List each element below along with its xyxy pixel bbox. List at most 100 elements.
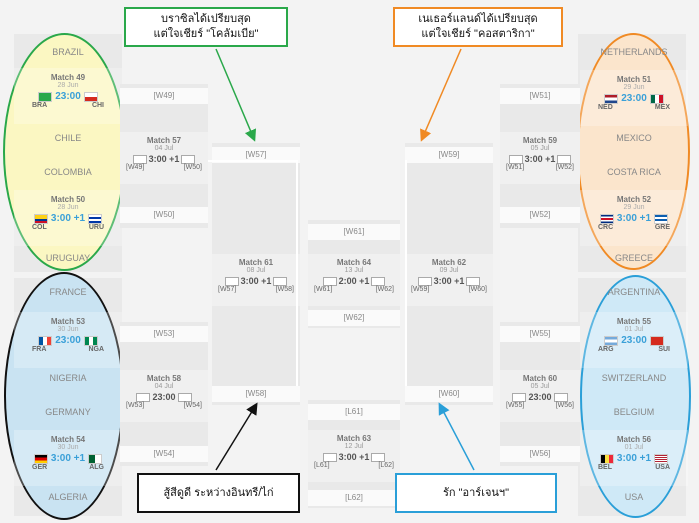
slot-a: [L61] xyxy=(314,462,330,469)
team-code: BEL xyxy=(598,464,612,471)
bracket-line xyxy=(405,160,407,386)
slot-a: [W55] xyxy=(506,402,525,409)
third-match-card[interactable]: Match 63 12 Jul 3:00 +1 [L61][L62] xyxy=(308,430,400,482)
nigeria-flag-icon xyxy=(83,335,98,346)
match-title: Match 52 xyxy=(616,195,652,204)
team-france[interactable]: FRANCE xyxy=(49,287,87,297)
usa-flag-icon xyxy=(654,453,669,464)
team-brazil[interactable]: BRAZIL xyxy=(52,47,84,57)
match-date: 04 Jul xyxy=(154,145,174,152)
team-mexico[interactable]: MEXICO xyxy=(616,133,652,143)
slot-b: [W56] xyxy=(555,402,574,409)
match-title: Match 59 xyxy=(522,136,558,145)
green-arrow xyxy=(215,48,257,142)
final-match-card[interactable]: Match 64 13 Jul 2:00 +1 [W61][W62] xyxy=(308,254,400,306)
match-card[interactable]: Match 58 04 Jul 23:00 [W53][W54] xyxy=(120,370,208,422)
team-usa[interactable]: USA xyxy=(624,492,644,502)
slot-b: [W58] xyxy=(275,286,294,293)
team-uruguay[interactable]: URUGUAY xyxy=(45,253,91,263)
team-code: URU xyxy=(88,224,104,231)
team-code: GER xyxy=(32,464,48,471)
callout-top-left: บราซิลได้เปรียบสุด แต่ใจเชียร์ "โคลัมเบี… xyxy=(124,7,288,47)
match-title: Match 60 xyxy=(522,374,558,383)
match-card[interactable]: Match 59 05 Jul 3:00 +1 [W51][W52] xyxy=(500,132,580,184)
team-colombia[interactable]: COLOMBIA xyxy=(44,167,92,177)
final-slot-label: [W62] xyxy=(308,310,400,326)
slot-b: [W52] xyxy=(555,164,574,171)
match-title: Match 55 xyxy=(616,317,652,326)
black-highlight-ellipse xyxy=(4,272,124,520)
match-card[interactable]: Match 61 08 Jul 3:00 +1 [W57][W58] xyxy=(212,254,300,306)
match-time: 3:00 +1 xyxy=(524,154,556,164)
match-date: 28 Jun xyxy=(57,82,79,89)
slot-a: [W51] xyxy=(506,164,525,171)
match-time: 3:00 +1 xyxy=(50,213,86,224)
match-title: Match 50 xyxy=(50,195,86,204)
qf-slot-label: [W54] xyxy=(120,446,208,462)
mexico-flag-icon xyxy=(649,93,664,104)
team-nigeria[interactable]: NIGERIA xyxy=(49,373,87,383)
team-code: FRA xyxy=(32,346,47,353)
orange-arrow xyxy=(420,48,462,142)
slot-b: [W50] xyxy=(183,164,202,171)
match-date: 01 Jul xyxy=(624,326,644,333)
team-netherlands[interactable]: NETHERLANDS xyxy=(600,47,668,57)
team-germany[interactable]: GERMANY xyxy=(45,407,91,417)
team-greece[interactable]: GREECE xyxy=(614,253,653,263)
team-argentina[interactable]: ARGENTINA xyxy=(607,287,661,297)
sf-slot-label: [W57] xyxy=(212,147,300,163)
team-switzerland[interactable]: SWITZERLAND xyxy=(601,373,667,383)
qf-slot-label: [W51] xyxy=(500,88,580,104)
match-title: Match 51 xyxy=(616,75,652,84)
team-belgium[interactable]: BELGIUM xyxy=(613,407,655,417)
slot-b: [W60] xyxy=(468,286,487,293)
team-algeria[interactable]: ALGERIA xyxy=(48,492,88,502)
slot-b: [W62] xyxy=(375,286,394,293)
belgium-flag-icon xyxy=(599,453,614,464)
team-code: SUI xyxy=(658,346,670,353)
bracket-line xyxy=(296,160,298,386)
team-chile[interactable]: CHILE xyxy=(54,133,82,143)
callout-bottom-right: รัก "อาร์เจนฯ" xyxy=(395,473,557,513)
sf-slot-label: [W58] xyxy=(212,386,300,402)
match-time: 23:00 xyxy=(152,392,176,402)
match-card[interactable]: Match 62 09 Jul 3:00 +1 [W59][W60] xyxy=(405,254,493,306)
match-date: 01 Jul xyxy=(624,444,644,451)
final-slot-label: [W61] xyxy=(308,224,400,240)
team-code: ARG xyxy=(598,346,614,353)
match-date: 29 Jun xyxy=(623,204,645,211)
match-time: 3:00 +1 xyxy=(616,213,652,224)
sf-slot-label: [W59] xyxy=(405,147,493,163)
match-time: 23:00 xyxy=(55,335,81,346)
blue-arrow xyxy=(438,402,475,471)
match-date: 30 Jun xyxy=(57,444,79,451)
match-title: Match 58 xyxy=(146,374,182,383)
match-card[interactable]: Match 57 04 Jul 3:00 +1 [W49][W50] xyxy=(120,132,208,184)
argentina-flag-icon xyxy=(604,335,619,346)
match-title: Match 54 xyxy=(50,435,86,444)
match-date: 28 Jun xyxy=(57,204,79,211)
team-code: NGA xyxy=(88,346,104,353)
team-code: NED xyxy=(598,104,613,111)
qf-slot-label: [W50] xyxy=(120,207,208,223)
black-arrow xyxy=(215,402,258,471)
slot-a: [W49] xyxy=(126,164,145,171)
team-costa-rica[interactable]: COSTA RICA xyxy=(607,167,661,177)
costa-rica-flag-icon xyxy=(599,213,614,224)
match-date: 08 Jul xyxy=(246,267,266,274)
match-time: 3:00 +1 xyxy=(338,452,370,462)
algeria-flag-icon xyxy=(88,453,103,464)
match-card[interactable]: Match 60 05 Jul 23:00 [W55][W56] xyxy=(500,370,580,422)
match-title: Match 61 xyxy=(238,258,274,267)
match-time: 2:00 +1 xyxy=(338,276,370,286)
team-code: ALG xyxy=(89,464,104,471)
brazil-flag-icon xyxy=(38,91,53,102)
